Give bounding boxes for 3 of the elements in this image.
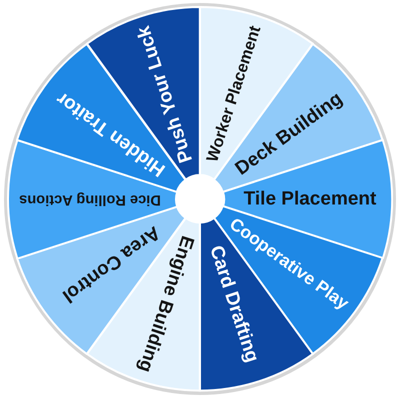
slice-label: Tile Placement: [244, 189, 376, 208]
wheel-slice: [199, 217, 314, 392]
slice-label: Dice Rolling Actions: [19, 192, 161, 206]
